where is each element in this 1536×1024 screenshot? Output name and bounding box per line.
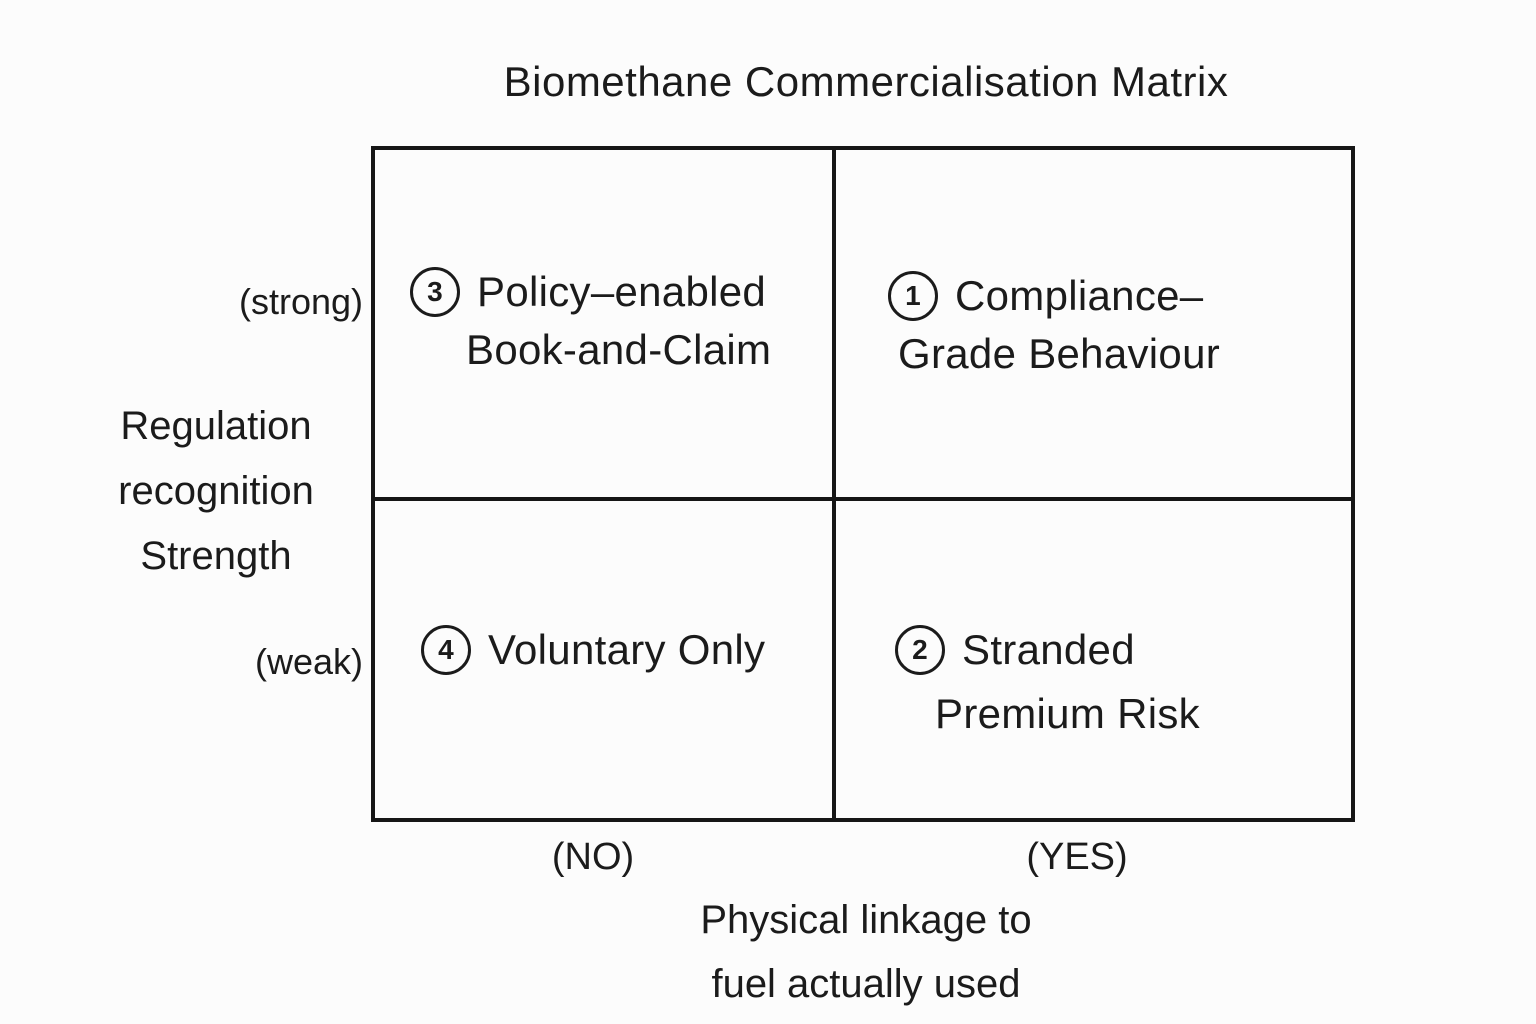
circled-number-3-icon: 3	[410, 267, 460, 317]
circled-number-2-icon: 2	[895, 625, 945, 675]
matrix-horizontal-divider	[375, 497, 1351, 501]
matrix-grid	[371, 146, 1355, 822]
x-axis-yes-label: (YES)	[1026, 836, 1128, 878]
quadrant-label-line: Policy–enabled	[477, 268, 767, 315]
y-axis-strong-label: (strong)	[238, 281, 363, 322]
quadrant-voluntary-only: 4 Voluntary Only	[421, 622, 765, 678]
quadrant-stranded-premium-risk: 2 Stranded Premium Risk	[895, 622, 1200, 742]
matrix-vertical-divider	[832, 150, 836, 818]
x-axis-title: Physical linkage to fuel actually used	[566, 888, 1166, 1016]
y-axis-title-line: Regulation	[120, 404, 312, 448]
quadrant-label-line: Stranded	[962, 626, 1135, 673]
circled-number-4-icon: 4	[421, 625, 471, 675]
x-axis-title-line: fuel actually used	[711, 962, 1021, 1006]
y-axis-title-line: recognition	[118, 469, 314, 513]
y-axis-title-line: Strength	[140, 534, 292, 578]
diagram-title: Biomethane Commercialisation Matrix	[503, 58, 1229, 105]
x-axis-title-line: Physical linkage to	[700, 898, 1032, 942]
y-axis-title: Regulation recognition Strength	[66, 394, 366, 589]
quadrant-label-line: Compliance–	[955, 272, 1204, 319]
quadrant-label-line: Book-and-Claim	[466, 326, 772, 373]
circled-number-1-icon: 1	[888, 271, 938, 321]
quadrant-label-line: Grade Behaviour	[898, 330, 1221, 377]
quadrant-compliance-grade-behaviour: 1 Compliance– Grade Behaviour	[888, 268, 1220, 382]
quadrant-policy-enabled-book-and-claim: 3 Policy–enabled Book-and-Claim	[410, 264, 771, 378]
x-axis-no-label: (NO)	[551, 836, 635, 878]
y-axis-weak-label: (weak)	[254, 641, 363, 682]
quadrant-label-line: Voluntary Only	[488, 626, 766, 673]
quadrant-label-line: Premium Risk	[935, 690, 1200, 737]
